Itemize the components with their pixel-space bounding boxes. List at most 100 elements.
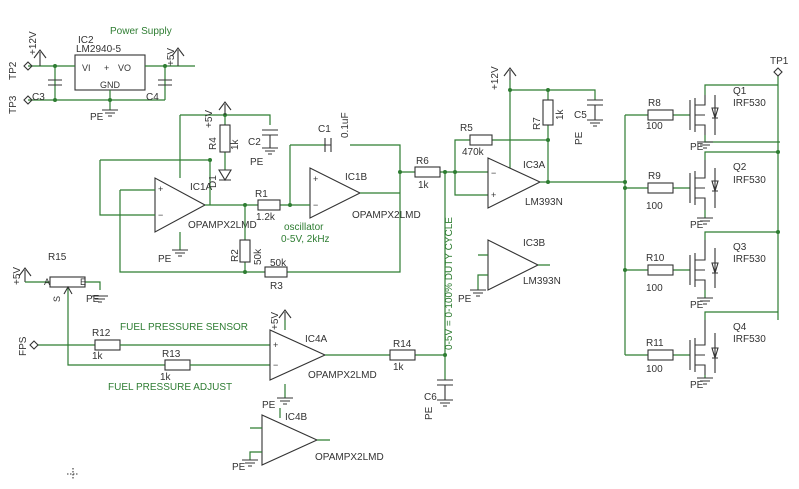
c1-value: 0.1uF (340, 112, 351, 138)
r11-value: 100 (646, 364, 663, 375)
r12-label: R12 (92, 328, 111, 339)
ic2-vo-label: VO (118, 63, 131, 73)
svg-text:+: + (313, 174, 318, 184)
q2-label: Q2 (733, 162, 747, 173)
r11-resistor (647, 349, 674, 361)
label-5v-pot: +5V (12, 267, 23, 285)
svg-text:+: + (273, 340, 278, 350)
gnd-q1-label: PE (690, 142, 704, 153)
ic3a-name: IC3A (523, 160, 546, 171)
q3-label: Q3 (733, 242, 747, 253)
c1-label: C1 (318, 124, 331, 135)
ic4a-value: OPAMPX2LMD (308, 370, 377, 381)
note-duty-cycle: 0-5V = 0-100% DUTY CYCLE (444, 217, 455, 350)
r4-label: R4 (208, 137, 219, 150)
r3-value: 50k (270, 258, 287, 269)
ic1b-value: OPAMPX2LMD (352, 210, 421, 221)
r2-value: 50k (253, 248, 264, 265)
c2-label: C2 (248, 137, 261, 148)
gnd-c2-label: PE (250, 157, 264, 168)
r9-resistor (647, 182, 674, 194)
ic3a-value: LM393N (525, 197, 563, 208)
ic1a-value: OPAMPX2LMD (188, 220, 257, 231)
ic4b-name: IC4B (285, 412, 308, 423)
svg-text:−: − (273, 360, 278, 370)
r3-label: R3 (270, 281, 283, 292)
r14-resistor (389, 349, 416, 361)
q4-label: Q4 (733, 322, 747, 333)
pot-a-label: A (44, 277, 50, 287)
comparator-section: R6 1k R5 470k R7 1k C5 PE +12V IC3A LM39… (400, 66, 625, 357)
ic2-value: LM2940-5 (76, 44, 121, 55)
gnd-ps-label: PE (90, 112, 104, 123)
c5-label: C5 (574, 110, 587, 121)
gnd-q2-label: PE (690, 220, 704, 231)
r4-resistor (219, 124, 231, 153)
r9-value: 100 (646, 201, 663, 212)
r8-label: R8 (648, 98, 661, 109)
ic3b-comparator (487, 239, 540, 291)
label-5v-ic4: +5V (270, 312, 281, 330)
ic3b-name: IC3B (523, 238, 546, 249)
note-fuel-pressure-adjust: FUEL PRESSURE ADJUST (108, 382, 232, 393)
r13-label: R13 (162, 349, 181, 360)
ic4a-opamp (269, 329, 327, 381)
svg-text:+: + (104, 63, 109, 73)
pot-e-label: E (80, 277, 86, 287)
r15-label: R15 (48, 252, 67, 263)
ic4b-opamp (261, 414, 319, 466)
r7-resistor (542, 99, 554, 126)
r11-label: R11 (646, 338, 664, 349)
ic1b-opamp (309, 167, 362, 219)
r5-value: 470k (462, 147, 485, 158)
r12-resistor (94, 339, 121, 351)
svg-text:+: + (158, 184, 163, 194)
r13-value: 1k (160, 372, 172, 383)
r5-label: R5 (460, 123, 473, 134)
ic2-regulator (74, 54, 146, 91)
mosfet-output-section: TP1 R8 100 Q1 IRF530 PE R9 100 Q2 IRF530… (623, 56, 789, 391)
r1-resistor (257, 199, 281, 211)
r14-value: 1k (393, 362, 405, 373)
q4-value: IRF530 (733, 334, 766, 345)
ic2-name: IC2 (78, 35, 94, 46)
svg-text:−: − (158, 210, 163, 220)
fps-label: FPS (18, 336, 29, 356)
power-supply-section: Power Supply IC2 LM2940-5 VI + VO GND +1… (8, 26, 195, 123)
c6-label: C6 (424, 392, 437, 403)
tp1-label: TP1 (770, 56, 789, 67)
d1-label: D1 (208, 175, 219, 188)
crosshair-icon (67, 468, 79, 480)
label-5v-ps: +5V (166, 48, 177, 66)
label-12v-comp: +12V (490, 66, 501, 90)
ic3a-comparator (487, 157, 542, 209)
oscillator-section: IC1A OPAMPX2LMD + − IC1B OPAMPX2LMD + − … (99, 101, 421, 292)
gnd-pot-label: PE (86, 294, 100, 305)
ic3b-value: LM393N (523, 276, 561, 287)
ic4b-value: OPAMPX2LMD (315, 452, 384, 463)
r7-value: 1k (555, 108, 566, 120)
r8-resistor (647, 109, 674, 121)
svg-text:+: + (491, 190, 496, 200)
pot-s-label: S (52, 296, 62, 302)
r9-label: R9 (648, 171, 661, 182)
r10-label: R10 (646, 253, 665, 264)
q1-value: IRF530 (733, 98, 766, 109)
r12-value: 1k (92, 351, 104, 362)
q1-label: Q1 (733, 86, 747, 97)
r3-resistor (264, 266, 288, 278)
svg-text:−: − (491, 168, 496, 178)
ic1a-name: IC1A (190, 182, 213, 193)
r6-value: 1k (418, 180, 430, 191)
note-power-supply: Power Supply (110, 26, 172, 37)
gnd-ic1a-label: PE (158, 254, 172, 265)
r10-value: 100 (646, 283, 663, 294)
note-oscillator-2: 0-5V, 2kHz (281, 234, 330, 245)
q3-value: IRF530 (733, 254, 766, 265)
note-oscillator-1: oscillator (284, 222, 324, 233)
r6-resistor (414, 166, 441, 178)
label-5v-osc: +5V (204, 110, 215, 128)
r6-label: R6 (416, 156, 429, 167)
r8-value: 100 (646, 121, 663, 132)
